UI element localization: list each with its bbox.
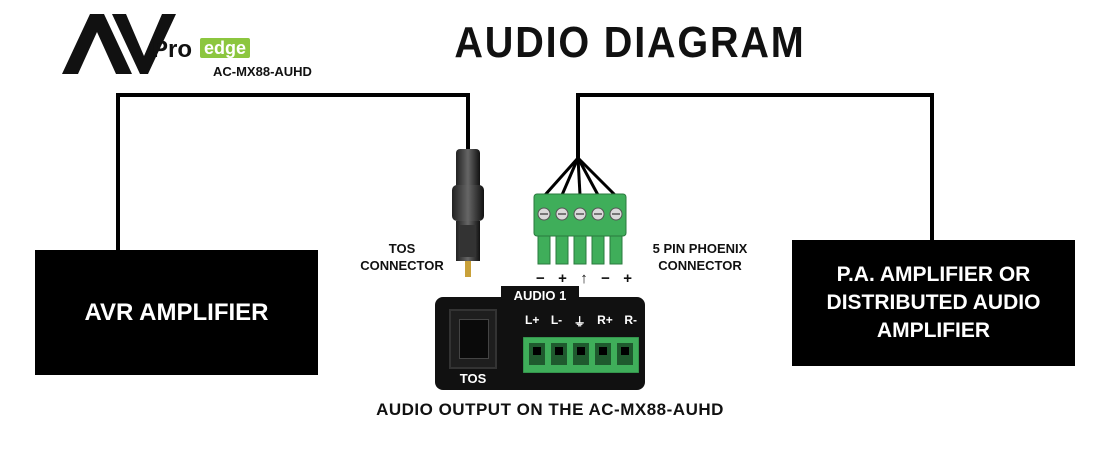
- device-audio-panel: AUDIO 1 TOS L+ L- ⏚ R+ R-: [435, 286, 645, 390]
- tos-connector-label: TOS CONNECTOR: [352, 240, 452, 274]
- panel-pin-label: R-: [624, 313, 637, 327]
- panel-pin-label: L+: [525, 313, 540, 327]
- panel-pin-labels: L+ L- ⏚ R+ R-: [525, 313, 637, 330]
- pa-line-2: DISTRIBUTED AUDIO: [826, 291, 1041, 314]
- tos-port: [449, 309, 497, 369]
- model-name: AC-MX88-AUHD: [213, 64, 312, 79]
- panel-terminal-block-icon: [523, 337, 639, 373]
- avr-amplifier-label: AVR AMPLIFIER: [84, 298, 269, 326]
- phoenix-connector-label: 5 PIN PHOENIX CONNECTOR: [640, 240, 760, 274]
- phoenix-wires: [543, 156, 617, 197]
- pin-mark: ↑: [580, 270, 588, 287]
- panel-pin-label: R+: [597, 313, 613, 327]
- page-title: AUDIO DIAGRAM: [454, 18, 806, 67]
- avr-amplifier-box: AVR AMPLIFIER: [35, 250, 318, 375]
- phoenix-pin-marks: − + ↑ − +: [536, 270, 632, 287]
- audio-section-label: AUDIO 1: [501, 286, 579, 306]
- phoenix-plug-icon: [533, 193, 627, 265]
- tos-port-opening: [459, 319, 489, 359]
- diagram-caption: AUDIO OUTPUT ON THE AC-MX88-AUHD: [376, 400, 724, 419]
- panel-pin-label: L-: [550, 313, 563, 327]
- panel-pin-label: ⏚: [573, 315, 586, 329]
- phoenix-label-line-2: CONNECTOR: [658, 258, 742, 273]
- pin-mark: −: [601, 270, 610, 287]
- pa-line-3: AMPLIFIER: [876, 319, 991, 342]
- pin-mark: +: [558, 270, 567, 287]
- pin-mark: +: [623, 270, 632, 287]
- avproedge-logo-icon: [62, 14, 176, 74]
- tos-label-line-1: TOS: [388, 241, 416, 256]
- tos-label-line-2: CONNECTOR: [360, 258, 444, 273]
- tos-port-label: TOS: [459, 371, 487, 386]
- logo-edge-text: edge: [200, 38, 251, 58]
- phoenix-label-line-1: 5 PIN PHOENIX: [652, 241, 748, 256]
- pin-mark: −: [536, 270, 545, 287]
- brand-logo: Pro edge AC-MX88-AUHD: [60, 12, 320, 92]
- pa-line-1: P.A. AMPLIFIER OR: [836, 263, 1031, 286]
- logo-pro-text: Pro: [152, 36, 193, 63]
- pa-amplifier-box: P.A. AMPLIFIER OR DISTRIBUTED AUDIO AMPL…: [792, 240, 1075, 366]
- phoenix-cable-line: [576, 93, 934, 240]
- tos-plug-icon: [452, 149, 484, 277]
- tos-cable-line: [116, 93, 470, 250]
